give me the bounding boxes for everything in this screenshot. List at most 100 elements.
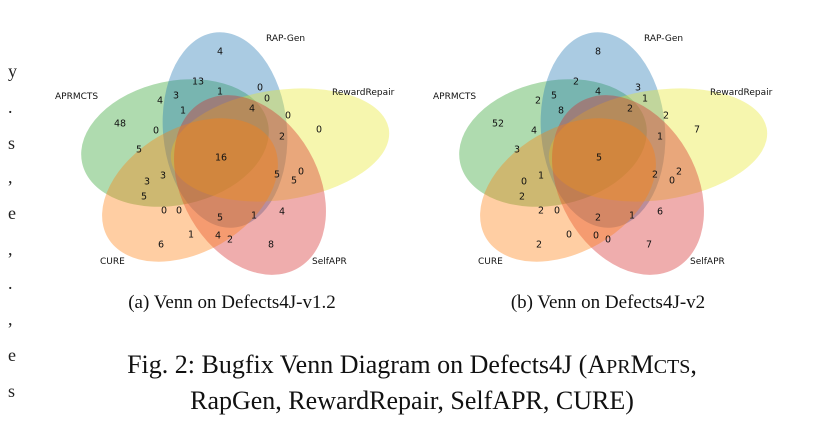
region-count: 2 [536,240,542,251]
set-label-rapgen: RAP-Gen [266,34,305,44]
margin-glyph: s [8,133,16,153]
region-count: 52 [492,119,504,130]
region-count: 4 [279,207,285,218]
region-count: 3 [173,91,179,102]
region-count: 2 [652,170,658,181]
region-count: 0 [669,176,675,187]
region-count: 1 [657,132,663,143]
region-count: 4 [215,231,221,242]
set-label-cure: CURE [478,257,503,267]
region-count: 1 [538,171,544,182]
region-count: 0 [153,126,159,137]
region-count: 5 [551,91,557,102]
set-label-rapgen: RAP-Gen [644,34,683,44]
region-count: 3 [514,145,520,156]
region-count: 2 [279,132,285,143]
venn-diagram-v12: APRMCTS RAP-Gen RewardRepair SelfAPR CUR… [55,32,395,275]
region-counts: 8 2 4 3 1 2 5 8 2 52 4 3 5 2 1 7 2 2 0 1… [492,47,700,251]
venn-ellipses [81,32,390,275]
region-count: 2 [227,235,233,246]
region-count: 4 [249,104,255,115]
region-count: 1 [217,87,223,98]
region-count: 0 [316,125,322,136]
region-count: 1 [251,211,257,222]
caption-line-1: Fig. 2: Bugfix Venn Diagram on Defects4J… [0,348,824,384]
set-ellipse-cure [480,118,656,262]
margin-glyph: . [8,97,13,117]
region-count: 1 [188,230,194,241]
region-count: 3 [144,177,150,188]
caption-letter: M [630,350,654,379]
margin-glyph: e [8,345,16,365]
set-ellipse-cure [102,118,278,262]
region-count: 0 [285,111,291,122]
region-count: 5 [141,192,147,203]
set-label-rewardrepair: RewardRepair [332,88,395,98]
subcaption-a: (a) Venn on Defects4J-v1.2 [128,292,336,313]
region-count: 1 [180,106,186,117]
region-count: 16 [215,153,227,164]
set-ellipse-aprmcts [459,79,647,207]
caption-line-2: RapGen, RewardRepair, SelfAPR, CURE) [190,386,634,415]
set-label-selfapr: SelfAPR [690,257,725,267]
margin-glyph: , [8,167,13,187]
region-count: 8 [595,47,601,58]
set-ellipse-rapgen [540,32,666,228]
region-count: 0 [161,206,167,217]
region-count: 5 [596,153,602,164]
region-count: 1 [642,94,648,105]
margin-glyph: s [8,381,16,401]
region-count: 7 [646,240,652,251]
set-ellipse-selfapr [174,95,326,275]
region-count: 5 [291,176,297,187]
venn-diagram-v2: APRMCTS RAP-Gen RewardRepair SelfAPR CUR… [433,32,773,275]
region-count: 0 [605,235,611,246]
region-count: 6 [158,240,164,251]
region-count: 0 [554,206,560,217]
region-count: 4 [217,47,223,58]
region-count: 1 [629,211,635,222]
set-ellipse-selfapr [552,95,704,275]
set-label-selfapr: SelfAPR [312,257,347,267]
margin-glyph: e [8,203,16,223]
set-ellipse-rewardrepair [170,88,390,202]
region-count: 2 [519,192,525,203]
region-count: 2 [676,167,682,178]
region-count: 0 [176,206,182,217]
region-count: 0 [593,231,599,242]
caption-smallcaps: CTS [653,356,691,378]
region-count: 0 [257,83,263,94]
region-count: 0 [566,230,572,241]
region-count: 8 [558,106,564,117]
region-count: 5 [274,170,280,181]
region-count: 13 [192,77,204,88]
caption-smallcaps: PR [606,356,631,378]
region-count: 5 [217,213,223,224]
region-count: 2 [627,104,633,115]
venn-ellipses [459,32,768,275]
region-count: 2 [538,206,544,217]
region-count: 4 [595,87,601,98]
figure-caption: Fig. 2: Bugfix Venn Diagram on Defects4J… [0,348,824,418]
region-count: 4 [157,96,163,107]
region-count: 3 [160,171,166,182]
set-label-rewardrepair: RewardRepair [710,88,773,98]
region-count: 4 [531,126,537,137]
region-count: 0 [264,94,270,105]
caption-line-1-text: Fig. 2: Bugfix Venn Diagram on Defects4J… [127,350,607,379]
region-count: 2 [663,111,669,122]
margin-glyph: , [8,239,13,259]
region-counts: 4 13 3 1 0 0 0 4 1 48 0 5 16 4 2 0 0 5 5… [114,47,322,251]
margin-glyph: y [8,61,17,81]
region-count: 5 [136,145,142,156]
caption-punct: , [690,350,697,379]
set-ellipse-aprmcts [81,79,269,207]
region-count: 6 [657,207,663,218]
set-ellipse-rewardrepair [548,88,768,202]
set-label-aprmcts: APRMCTS [55,92,98,102]
region-count: 3 [635,83,641,94]
region-count: 0 [298,167,304,178]
margin-glyph: , [8,309,13,329]
region-count: 2 [535,96,541,107]
subcaption-b: (b) Venn on Defects4J-v2 [510,292,706,313]
